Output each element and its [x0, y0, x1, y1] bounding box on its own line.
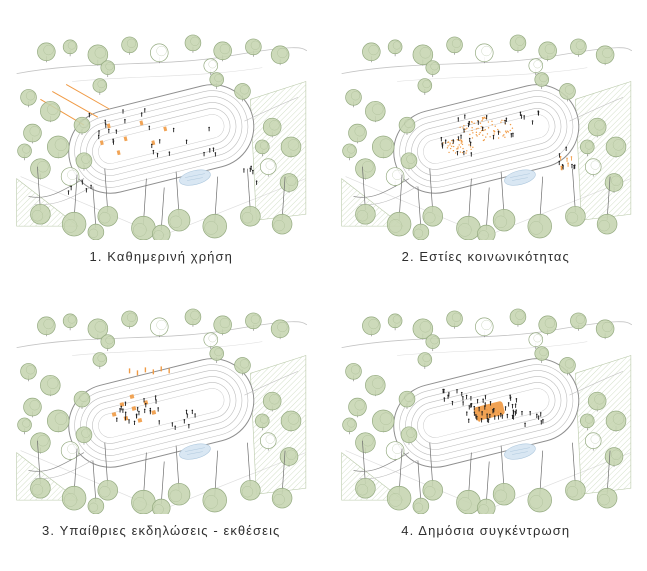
panel-caption-2: 2. Εστίες κοινωνικότητας	[401, 248, 570, 264]
panel-daily-use: 1. Καθημερινή χρήση	[12, 30, 311, 264]
axonometric-scene-public-gathering	[340, 308, 632, 514]
panel-public-gathering: 4. Δημόσια συγκέντρωση	[337, 304, 636, 538]
axonometric-scene-daily-use	[16, 34, 308, 240]
panel-outdoor-events: 3. Υπαίθριες εκδηλώσεις - εκθέσεις	[12, 304, 311, 538]
panel-caption-4: 4. Δημόσια συγκέντρωση	[401, 522, 571, 538]
panel-sociability-hubs: 2. Εστίες κοινωνικότητας	[337, 30, 636, 264]
axonometric-scene-sociability-hubs	[340, 34, 632, 240]
panel-caption-1: 1. Καθημερινή χρήση	[89, 248, 233, 264]
panel-caption-3: 3. Υπαίθριες εκδηλώσεις - εκθέσεις	[42, 522, 281, 538]
axonometric-scene-outdoor-events	[16, 308, 308, 514]
